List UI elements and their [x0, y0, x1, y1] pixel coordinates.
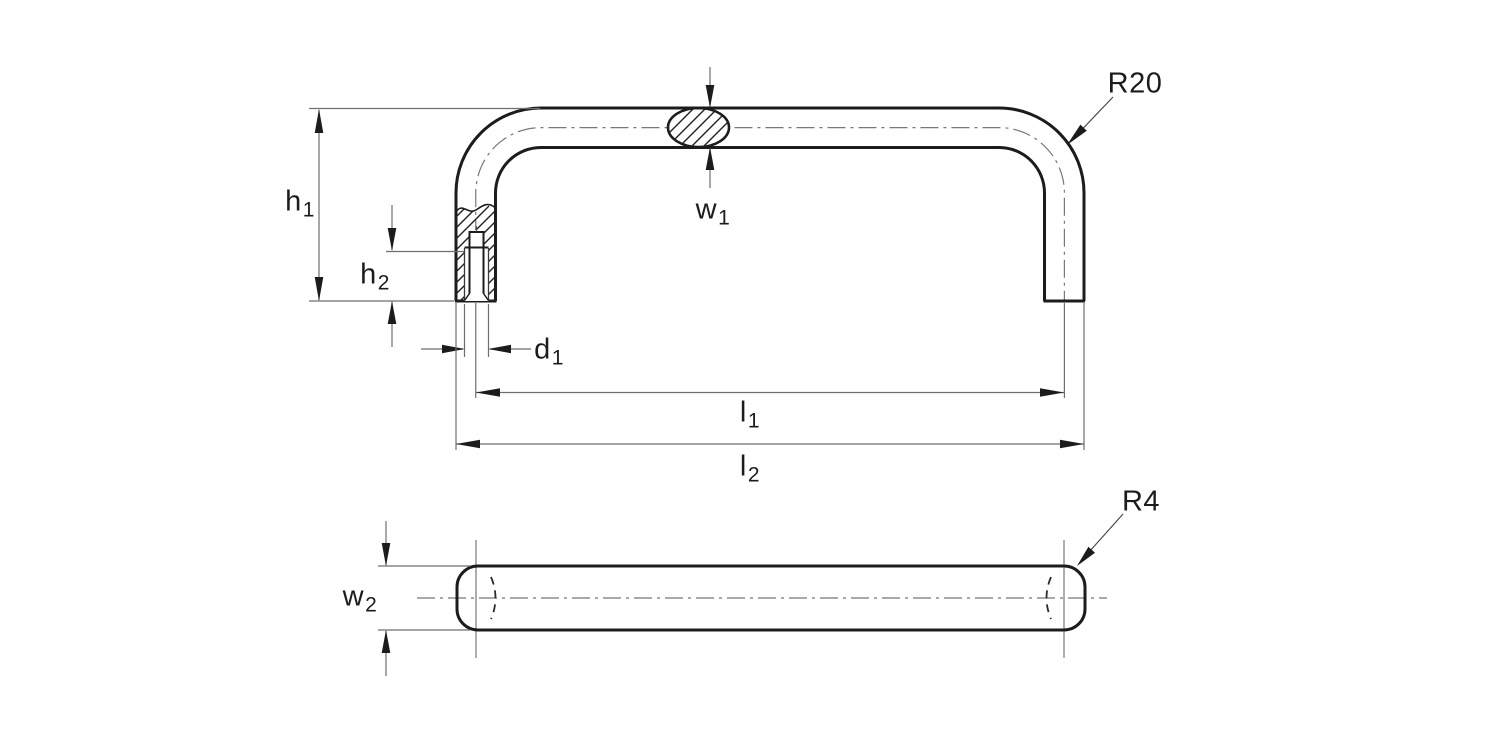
- bar-outline: [455, 564, 1087, 632]
- inner-contour: [494, 146, 1046, 301]
- dim-label-d1: d1: [534, 333, 564, 370]
- dim-label-w1: w1: [695, 193, 731, 230]
- leader-r4: [1077, 513, 1124, 566]
- dimension-h1: [309, 107, 540, 302]
- dim-label-w2: w2: [342, 580, 378, 617]
- drill-hole-outline: [468, 231, 485, 294]
- dimension-l1: [475, 303, 1066, 398]
- centerlines: [417, 127, 1107, 599]
- hidden-arc-right: [1045, 576, 1052, 620]
- dimension-h2: [386, 205, 464, 347]
- radius-label-r4: R4: [1121, 485, 1161, 518]
- leader-r20: [1067, 96, 1114, 145]
- dim-label-h2: h2: [360, 258, 390, 295]
- dim-label-l2: l2: [739, 450, 761, 487]
- break-line: [455, 203, 497, 213]
- bottom-view-leg-centerlines: [475, 540, 1065, 658]
- hidden-arc-left: [490, 576, 497, 620]
- dim-label-h1: h1: [285, 185, 315, 222]
- dimension-l2: [455, 303, 1085, 450]
- radius-label-r20: R20: [1107, 67, 1163, 100]
- dim-label-l1: l1: [739, 396, 761, 433]
- tapped-hole: [463, 226, 490, 301]
- outer-contour: [454, 106, 1086, 301]
- handle-front-view-outline: [454, 106, 1086, 303]
- dimension-w1: [705, 67, 715, 188]
- tube-centerline: [475, 127, 1065, 300]
- handle-bottom-view: [455, 564, 1087, 632]
- dimension-w2: [378, 521, 470, 676]
- dimension-d1: [421, 304, 531, 357]
